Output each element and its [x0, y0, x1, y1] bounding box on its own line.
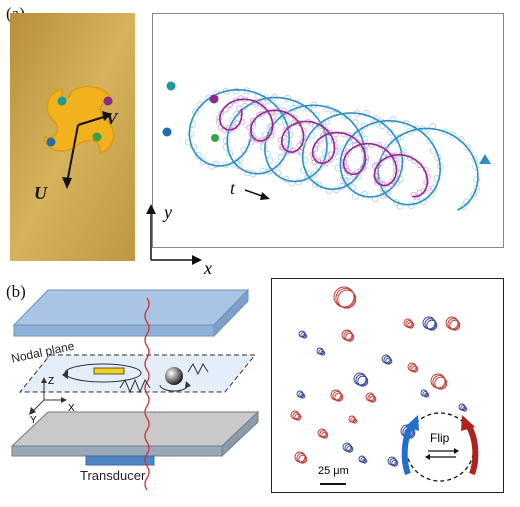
sphere [165, 367, 183, 385]
transducer-block [86, 456, 154, 465]
axis-z-label: Z [48, 376, 54, 387]
transducer-label: Transducer [80, 468, 145, 483]
trajectory-loop [338, 290, 356, 308]
axis-x-label-b: X [68, 403, 75, 414]
trajectories-panel: 25 μm Flip [271, 278, 504, 493]
bottom-plate [12, 412, 258, 446]
red-rotation-arrow [468, 425, 475, 474]
scale-bar-label: 25 μm [318, 465, 349, 477]
flip-label: Flip [430, 431, 449, 445]
loops-svg [272, 279, 503, 492]
axis-y-label-b: Y [30, 415, 37, 426]
top-plate [14, 290, 248, 325]
blue-rotation-arrow [405, 425, 412, 474]
yellow-rod [94, 368, 124, 374]
